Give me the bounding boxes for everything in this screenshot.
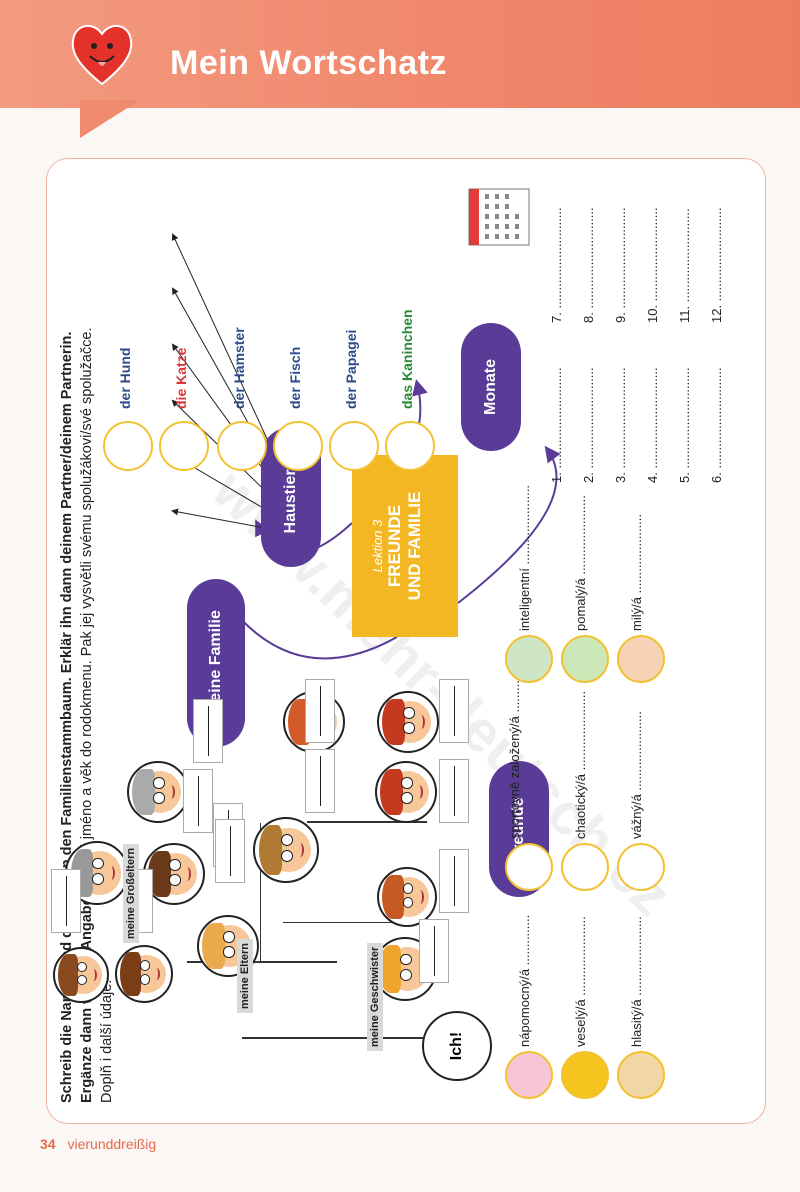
month-11: 11. .......................... [677, 208, 692, 323]
pet-label-5: der Papagei [343, 329, 359, 409]
center-title-line2: UND FAMILIE [405, 491, 424, 601]
namebox-9 [419, 919, 449, 983]
face-grandma-2 [127, 761, 189, 823]
adj-mily: milý/á ...................... [629, 513, 644, 631]
namebox-4 [215, 819, 245, 883]
tag-meine-geschwister: meine Geschwister [367, 942, 383, 1051]
month-3: 3. ............................ [613, 367, 628, 483]
pet-label-4: der Fisch [287, 346, 303, 409]
face-cousin-1 [375, 761, 437, 823]
rotated-content: Schreib die Namen und das Alter in den F… [47, 159, 765, 1123]
namebox-7 [305, 749, 335, 813]
header-bar [0, 0, 800, 108]
tree-line-ich [242, 1037, 424, 1039]
namebox-1 [51, 869, 81, 933]
pet-circle-3 [217, 421, 267, 471]
namebox-8 [305, 679, 335, 743]
center-title-line1: FREUNDE [385, 504, 404, 588]
month-5: 5. ............................ [677, 367, 692, 483]
month-1: 1. ............................ [549, 367, 564, 483]
page-title: Mein Wortschatz [170, 44, 448, 82]
ich-circle: Ich! [422, 1011, 492, 1081]
worksheet-card: www.mehr-deutsch.cz Schreib die Namen un… [46, 158, 766, 1124]
face-father [115, 945, 173, 1003]
adj-napomocny: nápomocný/á .............. [517, 914, 532, 1047]
pet-circle-2 [159, 421, 209, 471]
month-12: 12. .......................... [709, 207, 724, 323]
center-lesson: Lektion 3 [370, 519, 385, 573]
tag-meine-grosseltern: meine Großeltern [123, 843, 139, 943]
page-number: 34 [40, 1136, 56, 1152]
adj-inteligentni: inteligentní ...................... [517, 485, 532, 631]
month-4: 4. ............................ [645, 367, 660, 483]
pet-circle-4 [273, 421, 323, 471]
face-cousin-2 [377, 691, 439, 753]
pet-circle-1 [103, 421, 153, 471]
month-8: 8. ............................ [581, 207, 596, 323]
month-9: 9. ............................ [613, 207, 628, 323]
pet-circle-6 [385, 421, 435, 471]
header-tab [80, 100, 140, 138]
adj-icon-inteligentni [505, 635, 553, 683]
page-word: vierunddreißig [67, 1136, 157, 1152]
month-7: 7. ............................ [549, 207, 564, 323]
pet-label-3: der Hamster [231, 327, 247, 409]
adj-pomaly: pomalý/á ...................... [573, 495, 588, 631]
pet-label-6: das Kaninchen [399, 309, 415, 409]
adj-icon-sportovne [505, 843, 553, 891]
month-6: 6. ............................ [709, 367, 724, 483]
face-uncle [253, 817, 319, 883]
page-footer: 34 vierunddreißig [40, 1136, 156, 1152]
adj-icon-mily [617, 635, 665, 683]
tag-meine-eltern: meine Eltern [237, 938, 253, 1013]
namebox-12 [439, 679, 469, 743]
bubble-monate: Monate [461, 323, 521, 451]
adj-icon-vesely [561, 1051, 609, 1099]
adj-sportovne: sportovně založený/á .............. [507, 661, 522, 839]
adj-icon-vazny [617, 843, 665, 891]
face-brother-1 [53, 947, 109, 1003]
face-brother-2 [377, 867, 437, 927]
pet-label-2: die Katze [173, 347, 189, 409]
namebox-11 [439, 759, 469, 823]
center-topic-box: Lektion 3 FREUNDE UND FAMILIE [352, 455, 458, 637]
adj-hlasity: hlasitý/á ...................... [629, 916, 644, 1047]
adj-icon-chaoticky [561, 843, 609, 891]
adj-icon-pomaly [561, 635, 609, 683]
adj-vesely: veselý/á ...................... [573, 916, 588, 1047]
calendar-icon [468, 188, 530, 246]
heart-mascot-icon [71, 25, 133, 86]
pet-label-1: der Hund [117, 347, 133, 409]
adj-icon-napomocny [505, 1051, 553, 1099]
adj-vazny: vážný/á ...................... [629, 711, 644, 839]
adj-icon-hlasity [617, 1051, 665, 1099]
namebox-5 [183, 769, 213, 833]
month-2: 2. ............................ [581, 367, 596, 483]
month-10: 10. .......................... [645, 207, 660, 323]
adj-chaoticky: chaotický/á ...................... [573, 690, 588, 839]
center-title: FREUNDE UND FAMILIE [385, 455, 425, 637]
namebox-6 [193, 699, 223, 763]
pet-circle-5 [329, 421, 379, 471]
namebox-10 [439, 849, 469, 913]
